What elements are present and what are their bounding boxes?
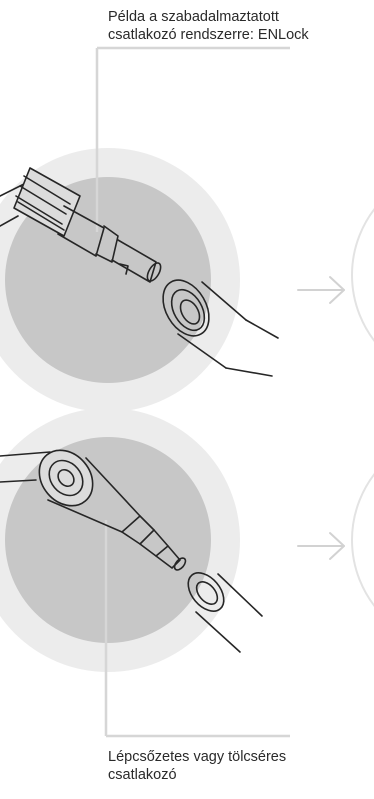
bottom-caption: Lépcsőzetes vagy tölcséres csatlakozó (108, 748, 286, 784)
bottom-caption-line-1: Lépcsőzetes vagy tölcséres (108, 748, 286, 766)
bottom-caption-line-2: csatlakozó (108, 766, 286, 784)
bottom-arrow-icon (298, 533, 344, 559)
top-caption-line-1: Példa a szabadalmaztatott (108, 8, 309, 26)
bottom-inner-disc (5, 437, 211, 643)
top-caption: Példa a szabadalmaztatott csatlakozó ren… (108, 8, 309, 44)
top-caption-line-2: csatlakozó rendszerre: ENLock (108, 26, 309, 44)
bottom-right-circle-outline (352, 432, 374, 648)
top-right-circle-outline (352, 167, 374, 383)
top-arrow-icon (298, 277, 344, 303)
